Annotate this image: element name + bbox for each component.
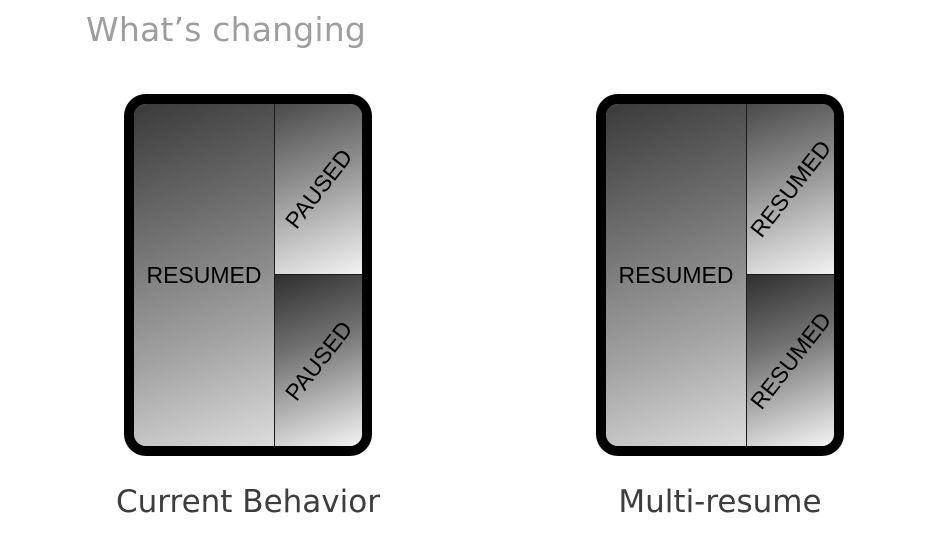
top-app-state-label: PAUSED — [279, 144, 357, 234]
bottom-app-state-label: RESUMED — [747, 306, 834, 414]
device-current-behavior: PAUSED PAUSED RESUMED — [124, 94, 372, 456]
horizontal-divider — [275, 274, 362, 275]
device-screen: PAUSED PAUSED RESUMED — [134, 104, 362, 446]
caption-multi-resume: Multi-resume — [618, 484, 822, 520]
bottom-app-pane: PAUSED — [275, 275, 362, 446]
main-app-pane — [606, 104, 746, 446]
top-app-pane: PAUSED — [275, 104, 362, 274]
horizontal-divider — [747, 274, 834, 275]
top-app-pane: RESUMED — [747, 104, 834, 274]
top-app-state-label: RESUMED — [747, 135, 834, 243]
device-screen: RESUMED RESUMED RESUMED — [606, 104, 834, 446]
caption-current-behavior: Current Behavior — [116, 484, 380, 520]
vertical-divider — [274, 104, 275, 446]
vertical-divider — [746, 104, 747, 446]
main-app-state-label: RESUMED — [618, 261, 734, 288]
bottom-app-pane: RESUMED — [747, 275, 834, 446]
bottom-app-state-label: PAUSED — [279, 315, 357, 405]
main-app-state-label: RESUMED — [146, 261, 262, 288]
device-multi-resume: RESUMED RESUMED RESUMED — [596, 94, 844, 456]
page-title: What’s changing — [86, 10, 367, 49]
main-app-pane — [134, 104, 274, 446]
